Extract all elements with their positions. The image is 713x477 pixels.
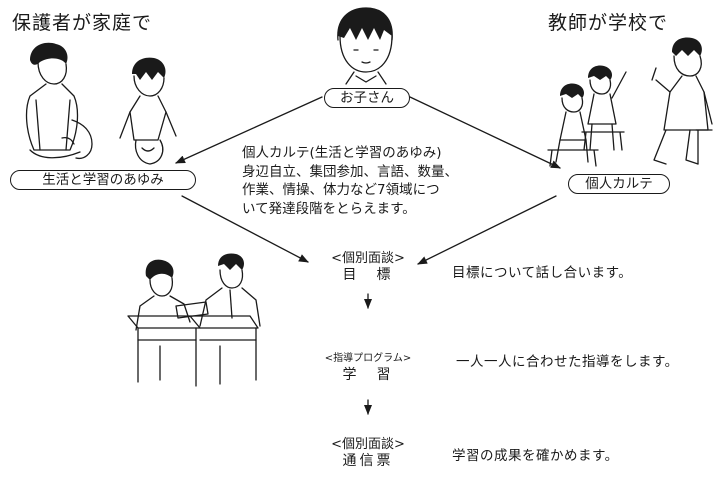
stage-goals-title: <個別面談> bbox=[331, 251, 405, 266]
domain-description: 個人カルテ(生活と学習のあゆみ) 身辺自立、集団参加、言語、数量、 作業、情操、… bbox=[242, 144, 458, 218]
arrow-child-to-home bbox=[175, 96, 323, 164]
parent-and-child-illustration bbox=[25, 42, 177, 165]
stage-learning-note: 一人一人に合わせた指導をします。 bbox=[456, 354, 679, 370]
description-line: 個人カルテ(生活と学習のあゆみ) bbox=[242, 145, 442, 161]
arrow-school-to-goals bbox=[417, 195, 557, 265]
stage-goals: <個別面談> 目 標 bbox=[308, 250, 428, 284]
chart-label: 個人カルテ bbox=[568, 174, 670, 194]
stage-goals-note: 目標について話し合います。 bbox=[452, 265, 633, 281]
arrow-home-to-goals bbox=[181, 195, 309, 263]
arrow-child-to-school bbox=[409, 96, 561, 169]
child-label: お子さん bbox=[324, 88, 410, 108]
stage-report: <個別面談> 通信票 bbox=[308, 436, 428, 470]
teacher-at-school-heading: 教師が学校で bbox=[548, 12, 669, 34]
stage-learning: <指導プログラム> 学 習 bbox=[300, 350, 436, 384]
description-line: 身辺自立、集団参加、言語、数量、 bbox=[242, 163, 458, 180]
stage-report-title: <個別面談> bbox=[331, 437, 405, 452]
stage-learning-title: <指導プログラム> bbox=[324, 353, 412, 364]
stage-goals-subtitle: 目 標 bbox=[342, 267, 394, 283]
description-line: 作業、情操、体力など7領域につ bbox=[242, 182, 440, 198]
teacher-and-children-illustration bbox=[547, 37, 713, 167]
stage-learning-subtitle: 学 習 bbox=[342, 367, 394, 383]
child-illustration bbox=[337, 7, 393, 85]
description-line: いて発達段階をとらえます。 bbox=[242, 200, 416, 217]
stage-report-subtitle: 通信票 bbox=[342, 453, 394, 469]
record-label: 生活と学習のあゆみ bbox=[10, 170, 196, 190]
parent-at-home-heading: 保護者が家庭で bbox=[12, 12, 153, 34]
interview-illustration bbox=[127, 253, 261, 387]
stage-report-note: 学習の成果を確かめます。 bbox=[452, 448, 619, 464]
